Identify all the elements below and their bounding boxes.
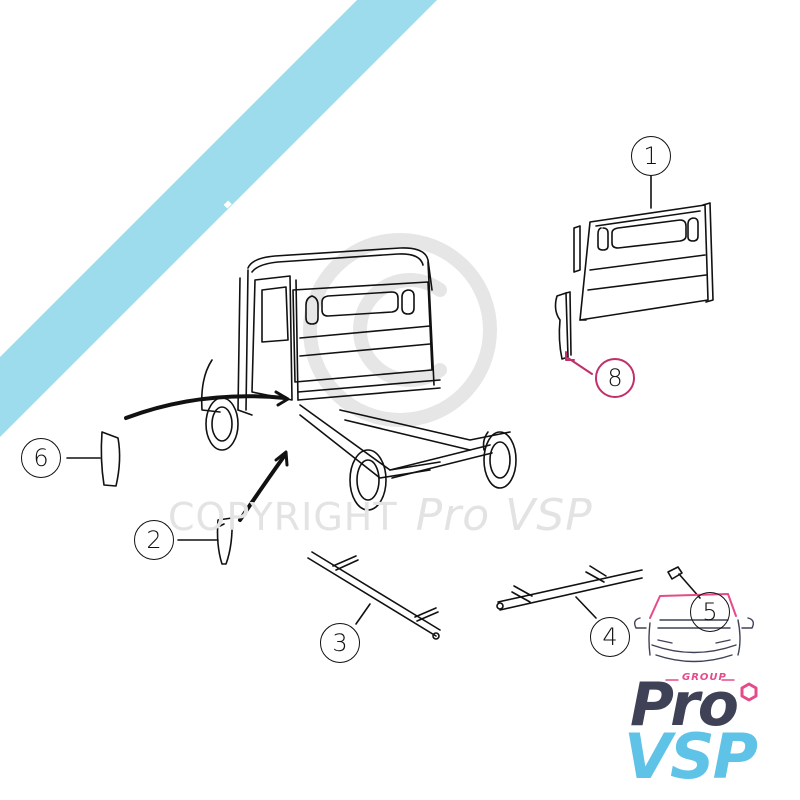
part-2-corner-trim: [177, 517, 233, 565]
part-6-door-trim: [66, 431, 121, 487]
part-8-pillar-trim: [554, 291, 593, 375]
arrow-to-corner-icon: [238, 450, 289, 522]
logo-vsp-text: VSP: [624, 720, 758, 793]
copyright-symbol-icon: [303, 233, 497, 427]
callout-2: 2: [134, 520, 174, 560]
copyright-brand: Pro VSP: [415, 490, 593, 541]
logo-group-text: GROUP: [682, 672, 727, 683]
arrow-to-door-icon: [124, 390, 290, 420]
part-3-side-bar: [307, 551, 441, 640]
logo-pro-text: Pro: [630, 670, 739, 740]
part-4-rear-bar: [496, 565, 643, 619]
part-1-rear-panel: [573, 175, 714, 321]
copyright-label: COPYRIGHT: [168, 495, 398, 539]
copyright-watermark: COPYRIGHT Pro VSP: [168, 490, 593, 541]
vehicle-illustration: [200, 247, 517, 511]
callout-4: 4: [590, 617, 630, 657]
callout-3: 3: [320, 623, 360, 663]
logo-car-roof-icon: [649, 593, 737, 619]
logo-bolt-icon: [740, 682, 758, 702]
callout-1: 1: [631, 136, 671, 176]
callout-5: 5: [690, 592, 730, 632]
callout-6: 6: [21, 438, 61, 478]
callout-8: 8: [595, 358, 635, 398]
